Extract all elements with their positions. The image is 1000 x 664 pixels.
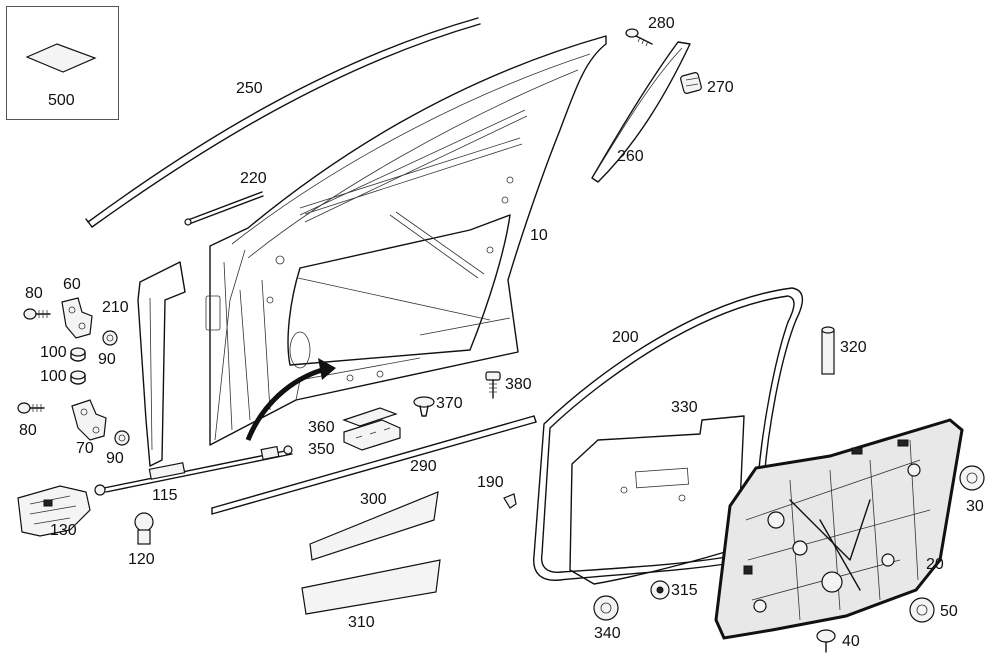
part-120-striker <box>134 512 154 545</box>
inset-box-500 <box>6 6 119 120</box>
callout-315: 315 <box>671 582 698 599</box>
callout-30: 30 <box>966 498 984 515</box>
callout-320: 320 <box>840 339 867 356</box>
callout-50: 50 <box>940 603 958 620</box>
callout-250: 250 <box>236 80 263 97</box>
callout-90-upper: 90 <box>98 351 116 368</box>
callout-210: 210 <box>102 299 129 316</box>
part-360-pad <box>342 407 398 427</box>
callout-100-upper: 100 <box>40 344 67 361</box>
callout-60: 60 <box>63 276 81 293</box>
callout-115: 115 <box>152 487 178 504</box>
callout-190: 190 <box>477 474 504 491</box>
part-70-hinge <box>71 399 107 441</box>
part-130-door-lock <box>17 485 91 537</box>
callout-80-lower: 80 <box>19 422 37 439</box>
part-320-pin <box>821 326 835 375</box>
part-270-clip <box>680 72 702 94</box>
callout-40: 40 <box>842 633 860 650</box>
callout-120: 120 <box>128 551 155 568</box>
part-50-plug <box>909 597 935 623</box>
callout-100-lower: 100 <box>40 368 67 385</box>
part-220-strip <box>184 191 264 226</box>
callout-500: 500 <box>48 92 75 109</box>
callout-260: 260 <box>617 148 644 165</box>
callout-290: 290 <box>410 458 437 475</box>
part-300-film <box>309 491 439 561</box>
part-330-film <box>569 415 745 585</box>
callout-380: 380 <box>505 376 532 393</box>
part-340-plug <box>593 595 619 621</box>
part-290-beltline-strip <box>211 415 537 515</box>
part-280-screw <box>625 28 653 47</box>
assembly-arrow <box>245 358 336 441</box>
part-250-moulding <box>85 17 481 228</box>
callout-330: 330 <box>671 399 698 416</box>
part-100-stop-upper <box>70 347 86 362</box>
part-315-grommet <box>650 580 670 600</box>
callout-20: 20 <box>926 556 944 573</box>
part-260-pillar-trim <box>591 41 691 183</box>
part-80-bolt-lower <box>17 402 45 414</box>
part-10-door-shell <box>205 35 607 446</box>
callout-70: 70 <box>76 440 94 457</box>
part-30-plug <box>959 465 985 491</box>
part-60-hinge <box>61 297 93 339</box>
callout-220: 220 <box>240 170 267 187</box>
callout-130: 130 <box>50 522 77 539</box>
part-500-sheet <box>25 43 97 73</box>
part-20-inner-panel <box>714 418 964 640</box>
part-80-bolt-upper <box>23 308 51 320</box>
callout-340: 340 <box>594 625 621 642</box>
callout-370: 370 <box>436 395 463 412</box>
part-100-stop-lower <box>70 370 86 385</box>
part-90-nut-lower <box>114 430 130 446</box>
part-350-block <box>343 419 401 451</box>
callout-350: 350 <box>308 441 335 458</box>
callout-10: 10 <box>530 227 548 244</box>
part-380-screw <box>485 371 501 399</box>
part-310-film <box>301 559 441 615</box>
part-40-screw <box>816 629 836 653</box>
part-190-clip <box>503 493 517 509</box>
callout-300: 300 <box>360 491 387 508</box>
part-115-check-strap <box>94 445 293 496</box>
part-200-door-seal <box>533 287 803 581</box>
callout-280: 280 <box>648 15 675 32</box>
part-210-seal <box>137 261 186 467</box>
part-370-clip <box>413 396 435 417</box>
part-90-nut-upper <box>102 330 118 346</box>
callout-310: 310 <box>348 614 375 631</box>
callout-200: 200 <box>612 329 639 346</box>
callout-360: 360 <box>308 419 335 436</box>
callout-90-lower: 90 <box>106 450 124 467</box>
callout-270: 270 <box>707 79 734 96</box>
callout-80-upper: 80 <box>25 285 43 302</box>
